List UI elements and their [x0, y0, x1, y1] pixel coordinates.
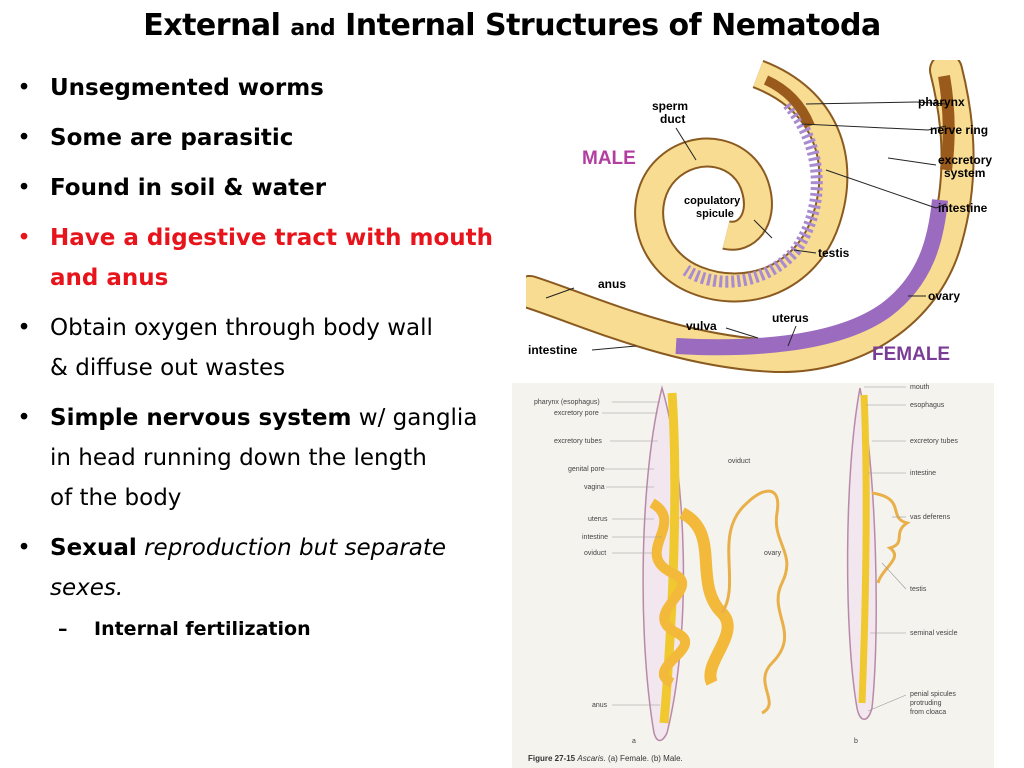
label-sperm-duct-2: duct — [660, 112, 685, 126]
bullet-bold: Sexual — [50, 535, 137, 561]
bullet-dot: • — [17, 125, 31, 151]
label-ovary-mid: ovary — [764, 550, 782, 557]
label-panel-b: b — [854, 738, 858, 745]
bullet-item: • Unsegmented worms — [14, 68, 534, 108]
label-oviduct-mid: oviduct — [728, 458, 750, 465]
bullet-item: • Some are parasitic — [14, 118, 534, 158]
label-uterus: uterus — [772, 311, 809, 325]
sub-bullet-dash: – — [58, 618, 68, 640]
bullet-dot: • — [17, 405, 31, 431]
bullet-text: Some are parasitic — [50, 125, 294, 151]
bullet-list: • Unsegmented worms • Some are parasitic… — [14, 68, 534, 646]
label-male: MALE — [582, 148, 636, 169]
bullet-item: • Found in soil & water — [14, 168, 534, 208]
label-uterus-bottom: uterus — [588, 516, 608, 523]
male-intestine — [858, 394, 870, 704]
label-female: FEMALE — [872, 344, 950, 365]
label-panel-a: a — [632, 738, 636, 745]
bullet-item: • Sexual reproduction but separate sexes… — [14, 528, 534, 646]
figure-background — [512, 383, 994, 768]
label-intestine-left: intestine — [528, 343, 578, 357]
bullet-text: Have a digestive tract with mouth — [50, 225, 493, 251]
sub-bullet-text: Internal fertilization — [94, 618, 311, 640]
label-testis-b: testis — [910, 586, 927, 593]
bullet-dot: • — [17, 535, 31, 561]
label-vulva: vulva — [686, 319, 717, 333]
caption-rest: (a) Female. (b) Male. — [606, 754, 683, 763]
bullet-text: Obtain oxygen through body wall — [50, 315, 433, 341]
sub-bullet-item: – Internal fertilization — [50, 612, 534, 646]
leader-lines — [545, 101, 947, 351]
label-nerve-ring: nerve ring — [930, 123, 988, 137]
label-seminal-vesicle: seminal vesicle — [910, 630, 958, 637]
label-penial-spicules-3: from cloaca — [910, 709, 946, 716]
female-ovary-coil — [720, 489, 789, 715]
ascaris-internal-figure: pharynx (esophagus) excretory pore excre… — [512, 383, 994, 768]
bullet-dot: • — [17, 75, 31, 101]
bullet-text: Unsegmented worms — [50, 75, 324, 101]
label-testis: testis — [818, 246, 850, 260]
label-penial-spicules-2: protruding — [910, 700, 942, 707]
bullet-item: • Have a digestive tract with mouth and … — [14, 218, 534, 298]
label-esophagus: esophagus — [910, 402, 945, 409]
bullet-text: w/ ganglia — [351, 405, 478, 431]
bullet-item: • Simple nervous system w/ ganglia in he… — [14, 398, 534, 518]
label-penial-spicules-1: penial spicules — [910, 691, 956, 698]
bullet-text: Found in soil & water — [50, 175, 327, 201]
label-copulatory-1: copulatory — [684, 195, 741, 207]
caption-figure-number: Figure 27-15 — [528, 754, 576, 763]
bullet-text-cont: sexes. — [50, 575, 124, 601]
label-excretory-tubes-right: excretory tubes — [910, 438, 958, 445]
label-intestine-right: intestine — [938, 201, 988, 215]
label-excretory-pore: excretory pore — [554, 410, 599, 417]
female-body — [526, 60, 973, 372]
label-pharynx-esophagus: pharynx (esophagus) — [534, 399, 600, 406]
caption-species: Ascaris. — [576, 754, 605, 763]
bullet-bold: Simple nervous system — [50, 405, 352, 431]
bullet-dot: • — [17, 315, 31, 341]
label-genital-pore: genital pore — [568, 466, 605, 473]
label-excretory-1: excretory — [938, 153, 992, 167]
label-copulatory-2: spicule — [696, 208, 734, 220]
female-pharynx — [938, 74, 955, 171]
bullet-text: reproduction but separate — [136, 535, 447, 561]
female-ovary-tract — [675, 199, 948, 356]
title-part2: and — [290, 16, 336, 41]
figure-caption: Figure 27-15 Ascaris. (a) Female. (b) Ma… — [528, 754, 683, 763]
label-pharynx: pharynx — [918, 95, 965, 109]
label-sperm-duct-1: sperm — [652, 99, 688, 113]
male-testis-coil — [871, 491, 911, 584]
bullet-dot: • — [17, 225, 31, 251]
bullet-item: • Obtain oxygen through body wall & diff… — [14, 308, 534, 388]
label-excretory-tubes: excretory tubes — [554, 438, 602, 445]
bottom-leader-lines — [602, 386, 907, 712]
bullet-text-cont: and anus — [50, 265, 169, 291]
slide-title: External and Internal Structures of Nema… — [0, 8, 1024, 43]
title-part3: Internal Structures of Nematoda — [345, 8, 881, 43]
bullet-dot: • — [17, 175, 31, 201]
label-anus: anus — [598, 277, 626, 291]
male-pharynx — [763, 75, 815, 128]
label-intestine-right-b: intestine — [910, 470, 936, 477]
bullet-text-cont: & diffuse out wastes — [50, 355, 286, 381]
label-intestine-bottom: intestine — [582, 534, 608, 541]
male-body — [636, 61, 847, 301]
label-vagina: vagina — [584, 484, 605, 491]
bullet-text-cont: in head running down the length — [50, 445, 427, 471]
label-vas-deferens: vas deferens — [910, 514, 951, 521]
bullet-text-cont: of the body — [50, 485, 182, 511]
title-part1: External — [143, 8, 281, 43]
label-mouth: mouth — [910, 384, 930, 391]
sub-bullet-list: – Internal fertilization — [50, 612, 534, 646]
label-ovary: ovary — [928, 289, 960, 303]
label-excretory-2: system — [944, 166, 985, 180]
label-oviduct-left: oviduct — [584, 550, 606, 557]
label-anus-bottom: anus — [592, 702, 608, 709]
nematode-external-figure: sperm duct MALE copulatory spicule testi… — [526, 60, 992, 374]
